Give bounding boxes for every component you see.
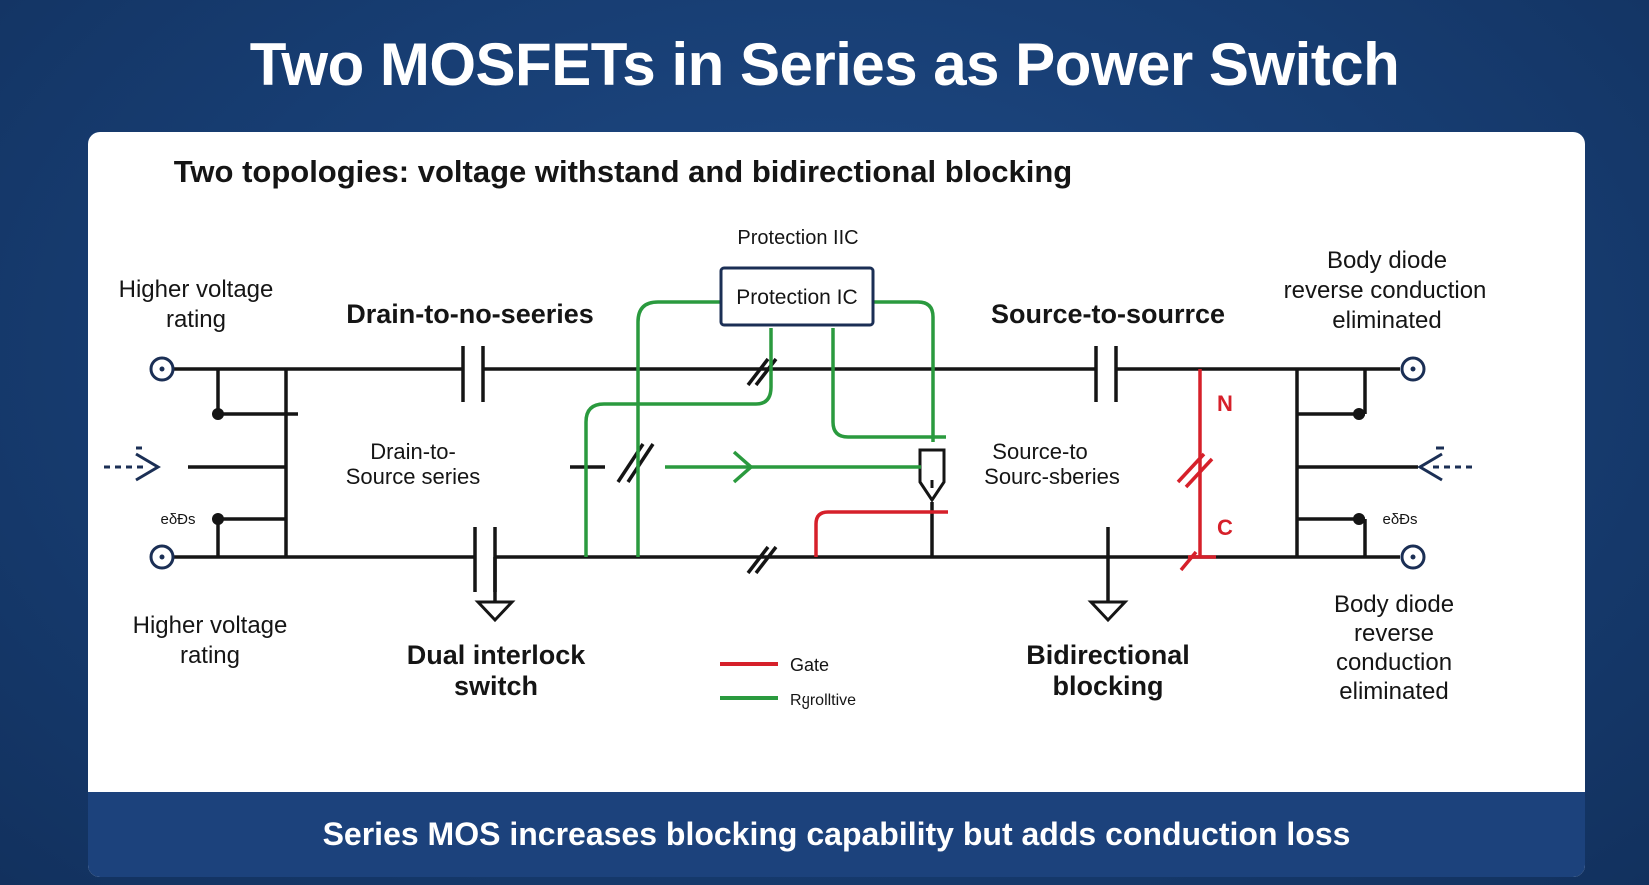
source-series-line2: Sourc-sberies (984, 464, 1120, 489)
terminals (149, 356, 1426, 570)
legend: Gate Rყrolltive (720, 655, 856, 709)
right-small-label: eδĐs (1382, 511, 1417, 528)
bidirectional-line2: blocking (1052, 671, 1163, 701)
right-top-diode-line2: reverse conduction (1284, 277, 1487, 304)
footer-text: Series MOS increases blocking capability… (322, 816, 1351, 852)
right-input-arrow-icon (1417, 446, 1472, 482)
marker-c: C (1217, 515, 1233, 540)
ground-icon (474, 600, 516, 623)
protection-ic: Protection IC (719, 266, 875, 327)
marker-n: N (1217, 391, 1233, 416)
left-top-rating-line1: Higher voltage (119, 276, 274, 303)
left-bottom-rating-line1: Higher voltage (133, 612, 288, 639)
legend-label-gate: Gate (790, 655, 829, 675)
green-control-wiring (584, 300, 946, 557)
dual-interlock-line2: switch (454, 671, 538, 701)
footer-band (88, 792, 1585, 877)
junction-dot (212, 408, 224, 420)
page-title: Two MOSFETs in Series as Power Switch (249, 31, 1400, 98)
circuit-diagram: Two topologies: voltage withstand and bi… (104, 154, 1487, 709)
drain-source-series-line1: Drain-to- (370, 439, 456, 464)
junction-dot (212, 513, 224, 525)
legend-label-green: Rყrolltive (790, 692, 856, 709)
source-series-line1: Source-to (992, 439, 1087, 464)
bidirectional-line1: Bidirectional (1026, 640, 1190, 670)
junction-dot (1353, 408, 1365, 420)
source-series-heading: Source-to-sourrce (991, 299, 1225, 329)
right-bottom-diode-line1: Body diode (1334, 591, 1454, 618)
red-gate-wiring (814, 369, 1216, 572)
protection-ic-label: Protection IC (736, 286, 857, 309)
right-bottom-diode-line3: conduction (1336, 649, 1452, 676)
left-top-rating-line2: rating (166, 306, 226, 333)
diagram-card: Two topologies: voltage withstand and bi… (88, 132, 1585, 877)
protection-ic-caption: Protection IIC (737, 227, 858, 249)
dual-interlock-line1: Dual interlock (407, 640, 587, 670)
junction-dot (1353, 513, 1365, 525)
left-bottom-rating-line2: rating (180, 642, 240, 669)
diagram-subtitle: Two topologies: voltage withstand and bi… (174, 154, 1072, 189)
right-bottom-diode-line4: eliminated (1339, 678, 1448, 705)
left-input-arrow-icon (104, 446, 161, 482)
drain-series-heading: Drain-to-no-seeries (346, 299, 594, 329)
drain-source-series-line2: Source series (346, 464, 481, 489)
gate-probe-icon (918, 448, 946, 503)
ground-icon (1087, 600, 1129, 623)
right-top-diode-line1: Body diode (1327, 247, 1447, 274)
right-bottom-diode-line2: reverse (1354, 620, 1434, 647)
right-top-diode-line3: eliminated (1332, 307, 1441, 334)
left-small-label: eδĐs (160, 511, 195, 528)
